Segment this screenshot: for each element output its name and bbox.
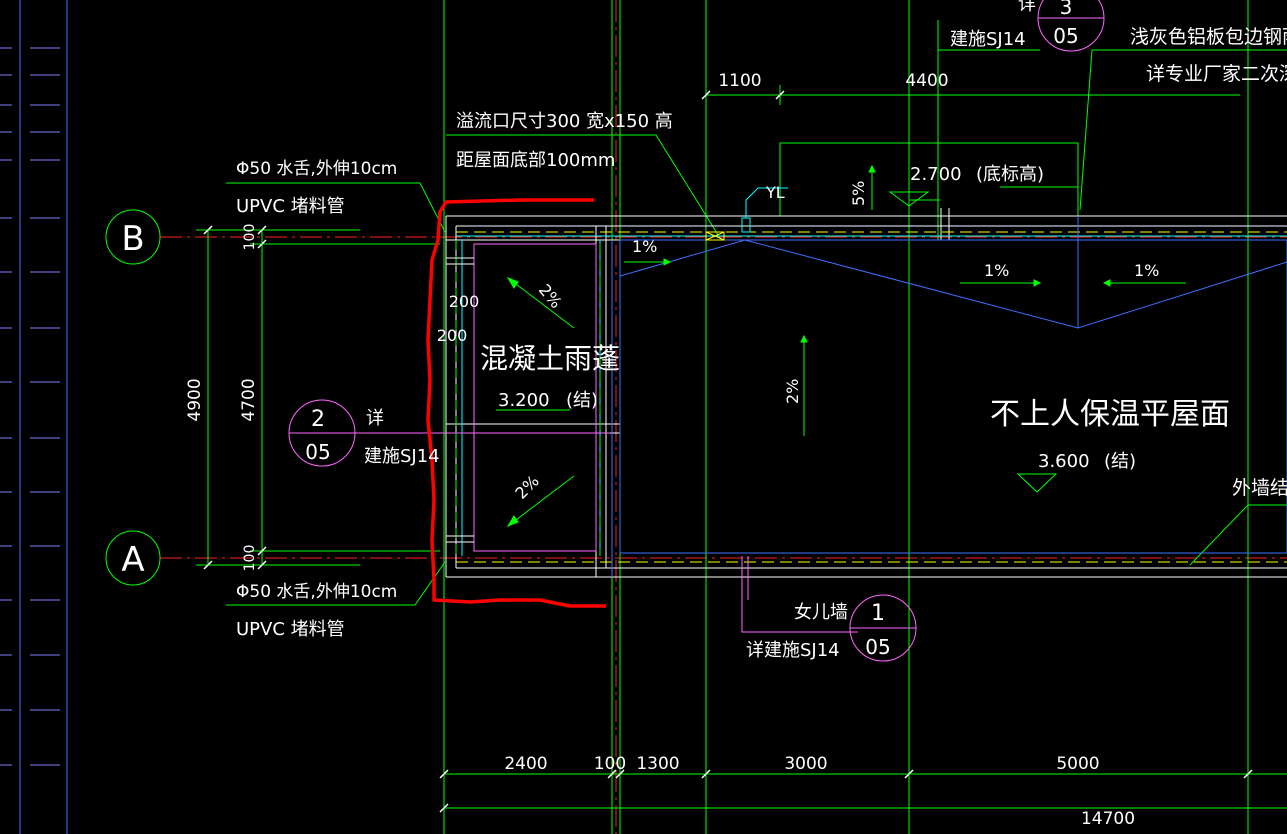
note-spout-bot-1: Φ50 水舌,外伸10cm [236,582,397,602]
parapet-leader [741,556,858,633]
upper-slope: 5% [849,181,868,206]
note-yl: YL [765,183,785,202]
slope-1: 1% [632,237,657,256]
canopy-slope-bottom: 2% [511,471,542,502]
note-awning-2: 详专业厂家二次深 [1146,63,1287,85]
note-awning-1: 浅灰色铝板包边钢雨 [1130,26,1287,48]
note-wall-finish: 外墙结 [1232,477,1287,499]
dim-100-bottom: 100 [242,545,258,572]
detail1-sheet: 05 [865,635,890,659]
dim-canopy-200a: 200 [449,292,480,311]
dimension-lines [196,0,1287,834]
dim-4700: 4700 [239,378,259,421]
left-margin-ticks [0,47,60,766]
roof-outline [611,216,1287,577]
detail1-ref: 详建施SJ14 [746,640,840,661]
dimension-ticks [203,90,1253,813]
dim-4400: 4400 [905,71,948,91]
dim-4900: 4900 [185,378,205,421]
note-overflow-1: 溢流口尺寸300 宽x150 高 [456,111,673,132]
note-spout-bot-2: UPVC 堵料管 [236,619,345,640]
upper-elev-note: (底标高) [976,164,1044,185]
canopy-title: 混凝土雨蓬 [480,342,620,375]
left-margin [19,0,68,834]
note-spout-top-2: UPVC 堵料管 [236,196,345,217]
red-markup [426,198,606,608]
canopy-slope-top: 2% [535,280,566,312]
roof-title: 不上人保温平屋面 [990,397,1230,432]
axis-label-a: A [121,540,144,580]
dim-canopy-200b: 200 [437,326,468,345]
elevation-marks [496,191,1058,493]
detail2-num: 2 [311,407,325,432]
detail2-prefix: 详 [366,408,384,429]
note-overflow-2: 距屋面底部100mm [456,150,615,171]
axis-bubbles [105,209,161,586]
slope-2: 1% [984,261,1009,280]
dim-total: 14700 [1081,809,1135,829]
axis-label-b: B [121,219,144,259]
insulation-layer [456,231,1287,563]
dim-100-top: 100 [242,224,258,251]
dim-1300: 1300 [636,754,679,774]
slope-3: 1% [1134,261,1159,280]
dim-2400: 2400 [504,754,547,774]
detail-bubbles [288,0,1105,662]
detail1-num: 1 [871,601,885,626]
spout-stubs [446,257,474,543]
overflow-mark [705,231,725,241]
detail2-sheet: 05 [305,440,330,464]
dim-5000: 5000 [1056,754,1099,774]
canopy-elev: 3.200 [498,390,550,411]
detail3-num: 3 [1060,0,1073,19]
roof-elev: 3.600 [1038,451,1090,472]
detail1-label: 女儿墙 [794,602,848,623]
detail2-ref: 建施SJ14 [364,446,440,467]
dim-3000: 3000 [784,754,827,774]
slope-4: 2% [783,379,802,404]
roof-elev-note: (结) [1104,451,1136,472]
dim-100: 100 [594,754,626,774]
note-spout-top-1: Φ50 水舌,外伸10cm [236,159,397,179]
detail3-ref: 建施SJ14 [950,29,1026,50]
detail3-prefix: 详 [1018,0,1036,15]
detail3-sheet: 05 [1053,24,1078,48]
canopy-elev-note: (结) [566,390,598,411]
dim-1100: 1100 [718,71,761,91]
downpipe [741,187,788,233]
upper-elev: 2.700 [910,164,962,185]
canopy-dash [455,240,601,556]
slope-arrows [506,164,1186,528]
